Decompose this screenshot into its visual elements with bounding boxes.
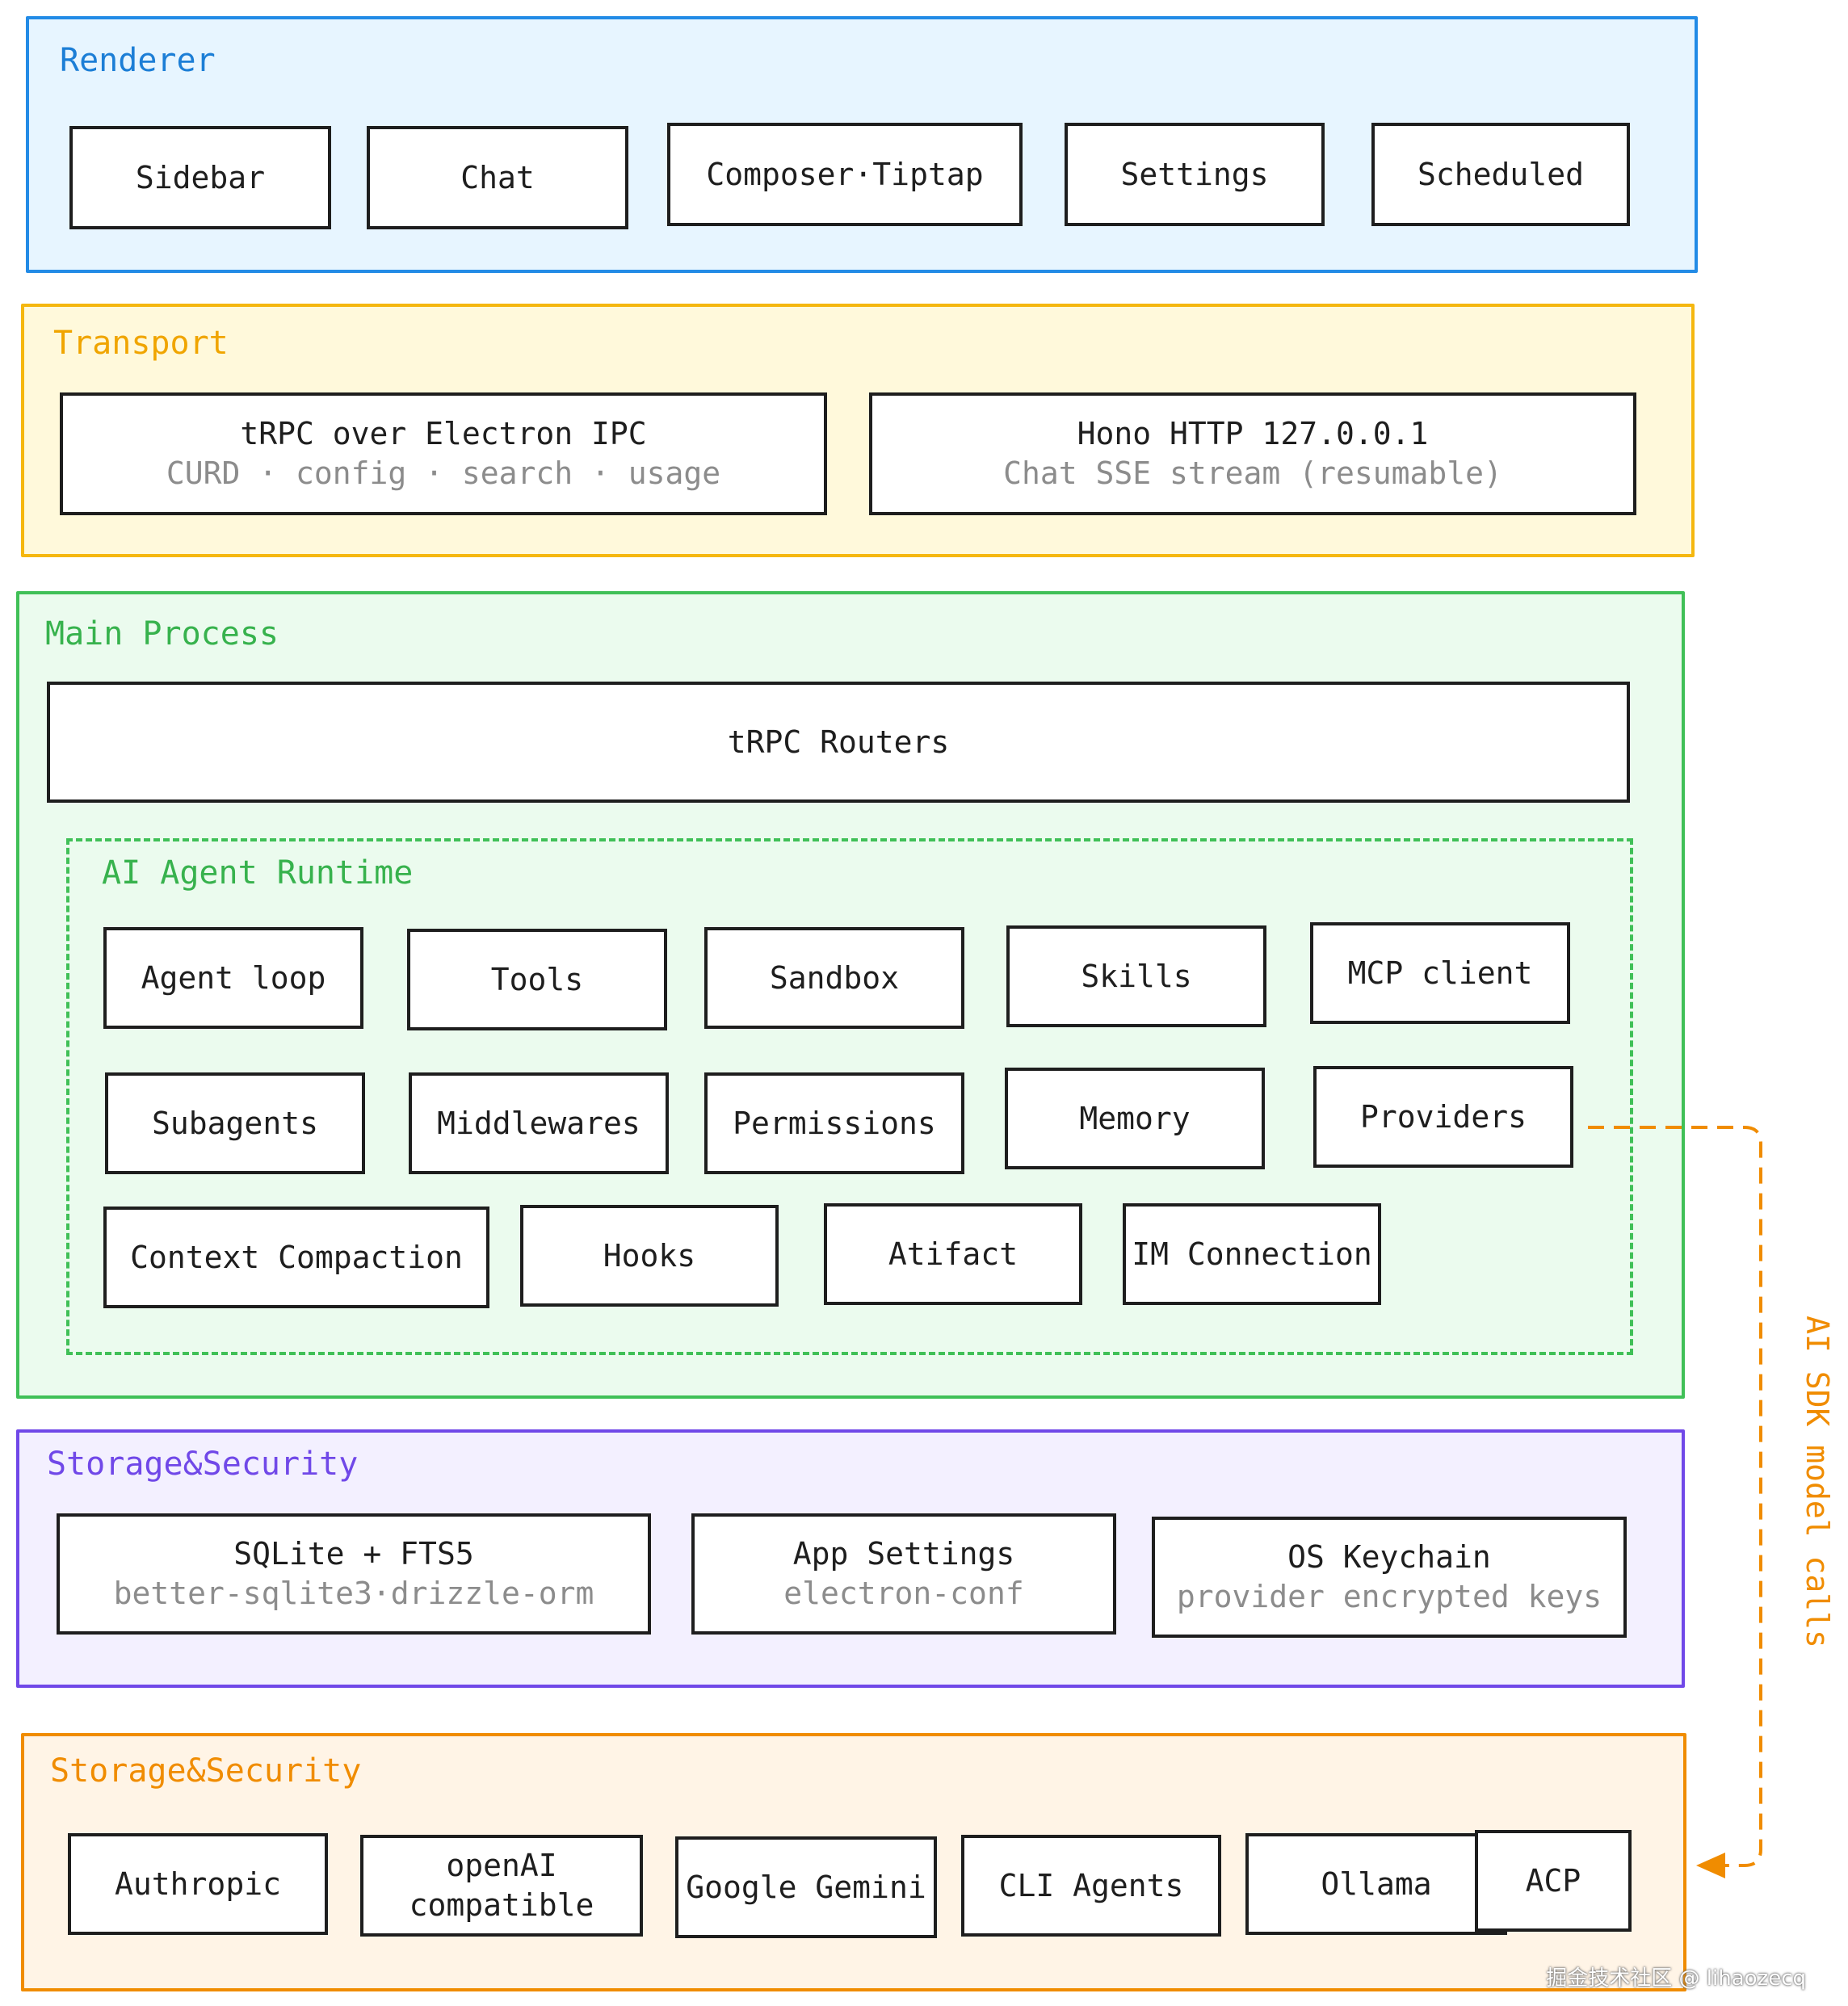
- ai-sdk-arrow-line: [1588, 1126, 1762, 1867]
- ai-sdk-model-calls-label: AI SDK model calls: [1800, 1316, 1835, 1648]
- sidebar-box: Sidebar: [69, 126, 331, 229]
- im-connection-box: IM Connection: [1123, 1203, 1381, 1305]
- hono-http-title: Hono HTTP 127.0.0.1: [1077, 416, 1429, 452]
- app-settings-box: App Settings electron-conf: [691, 1513, 1116, 1635]
- acp-box: ACP: [1475, 1830, 1632, 1932]
- scheduled-box: Scheduled: [1371, 123, 1630, 226]
- context-compaction-box: Context Compaction: [103, 1207, 489, 1308]
- hooks-box: Hooks: [520, 1205, 779, 1307]
- trpc-ipc-subtitle: CURD · config · search · usage: [166, 455, 721, 491]
- atifact-box: Atifact: [824, 1203, 1082, 1305]
- agent-loop-box: Agent loop: [103, 927, 363, 1029]
- ai-agent-runtime-title: AI Agent Runtime: [102, 854, 414, 892]
- authropic-box: Authropic: [68, 1833, 328, 1935]
- sqlite-fts5-box: SQLite + FTS5 better-sqlite3·drizzle-orm: [57, 1513, 651, 1635]
- os-keychain-title: OS Keychain: [1287, 1539, 1491, 1576]
- providers-group-title: Storage&Security: [50, 1752, 362, 1790]
- watermark: 掘金技术社区 @ lihaozecq: [1546, 1966, 1806, 1991]
- trpc-routers-box: tRPC Routers: [47, 682, 1630, 803]
- providers-box: Providers: [1313, 1066, 1573, 1168]
- sqlite-fts5-subtitle: better-sqlite3·drizzle-orm: [113, 1576, 594, 1611]
- tools-box: Tools: [407, 929, 667, 1030]
- google-gemini-box: Google Gemini: [675, 1836, 937, 1938]
- renderer-title: Renderer: [60, 42, 216, 79]
- composer-tiptap-box: Composer·Tiptap: [667, 123, 1023, 226]
- hono-http-box: Hono HTTP 127.0.0.1 Chat SSE stream (res…: [869, 392, 1636, 515]
- os-keychain-box: OS Keychain provider encrypted keys: [1152, 1517, 1627, 1638]
- skills-box: Skills: [1006, 925, 1266, 1027]
- main-process-title: Main Process: [45, 615, 279, 653]
- trpc-ipc-title: tRPC over Electron IPC: [240, 416, 647, 452]
- sandbox-box: Sandbox: [704, 927, 964, 1029]
- ai-agent-runtime-group: [66, 838, 1633, 1355]
- openai-compatible-box: openAI compatible: [360, 1835, 643, 1937]
- app-settings-subtitle: electron-conf: [783, 1576, 1024, 1611]
- os-keychain-subtitle: provider encrypted keys: [1176, 1579, 1602, 1614]
- chat-box: Chat: [367, 126, 628, 229]
- app-settings-title: App Settings: [792, 1536, 1015, 1572]
- sqlite-fts5-title: SQLite + FTS5: [233, 1536, 474, 1572]
- subagents-box: Subagents: [105, 1072, 365, 1174]
- trpc-ipc-box: tRPC over Electron IPC CURD · config · s…: [60, 392, 827, 515]
- storage-security-title: Storage&Security: [47, 1446, 359, 1483]
- permissions-box: Permissions: [704, 1072, 964, 1174]
- cli-agents-box: CLI Agents: [961, 1835, 1221, 1937]
- middlewares-box: Middlewares: [409, 1072, 669, 1174]
- ollama-box: Ollama: [1245, 1833, 1507, 1935]
- transport-title: Transport: [53, 325, 229, 362]
- mcp-client-box: MCP client: [1310, 922, 1570, 1024]
- hono-http-subtitle: Chat SSE stream (resumable): [1003, 455, 1502, 491]
- memory-box: Memory: [1005, 1068, 1265, 1169]
- settings-box: Settings: [1065, 123, 1325, 226]
- ai-sdk-arrow-head: [1696, 1853, 1725, 1878]
